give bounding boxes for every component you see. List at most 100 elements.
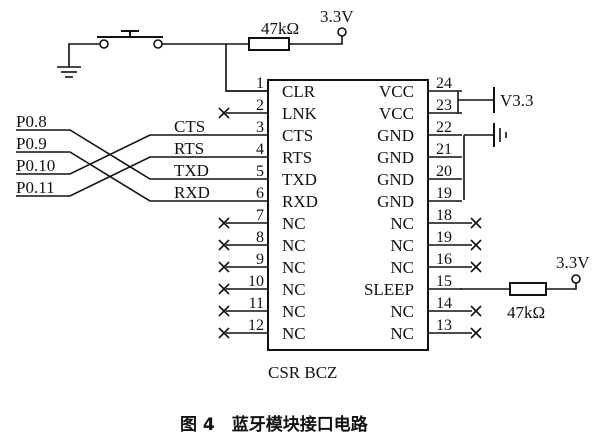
pin-number: 2 bbox=[256, 97, 264, 114]
figure-caption: 图 4 蓝牙模块接口电路 bbox=[180, 414, 369, 435]
pin-name: GND bbox=[377, 126, 414, 145]
supply-top-label: 3.3V bbox=[320, 7, 354, 26]
chip-name: CSR BCZ bbox=[268, 363, 337, 382]
signal-label: TXD bbox=[174, 161, 209, 180]
sleep-circuit: 3.3V 47kΩ bbox=[460, 253, 590, 322]
pin-number: 10 bbox=[248, 273, 264, 290]
chip-body bbox=[267, 79, 429, 351]
mcu-port-2: P0.10 bbox=[16, 134, 226, 175]
reset-circuit: 47kΩ 3.3V bbox=[57, 7, 354, 92]
right-pin-5: 19 GND bbox=[377, 185, 462, 211]
pin-name: GND bbox=[377, 170, 414, 189]
left-pin-11: 12 NC bbox=[218, 317, 306, 343]
pin-number: 1 bbox=[256, 75, 264, 92]
left-pin-5: 6 RXD bbox=[226, 185, 318, 211]
ground-icon bbox=[57, 48, 81, 78]
right-pin-6: 18 NC bbox=[390, 207, 482, 233]
supply-sleep-label: 3.3V bbox=[556, 253, 590, 272]
no-connect-mark bbox=[218, 327, 230, 339]
no-connect-mark bbox=[218, 107, 230, 119]
pin-name: LNK bbox=[282, 104, 318, 123]
no-connect-mark bbox=[218, 239, 230, 251]
mcu-port-label: P0.9 bbox=[16, 134, 47, 153]
pin-number: 6 bbox=[256, 185, 264, 202]
mcu-port-3: P0.11 bbox=[16, 156, 226, 197]
signal-label: RTS bbox=[174, 139, 204, 158]
pin-name: NC bbox=[282, 324, 306, 343]
pin-number: 3 bbox=[256, 119, 264, 136]
no-connect-mark bbox=[470, 261, 482, 273]
pin-name: VCC bbox=[379, 104, 414, 123]
push-button-icon bbox=[97, 30, 163, 49]
left-pin-10: 11 NC bbox=[218, 295, 306, 321]
right-pin-group: 24VCC23VCC22GND21GND20GND19GND18NC19NC16… bbox=[364, 75, 482, 343]
left-pin-0: 1 CLR bbox=[226, 75, 316, 101]
no-connect-mark bbox=[470, 217, 482, 229]
pin-number: 5 bbox=[256, 163, 264, 180]
pin-name: NC bbox=[282, 258, 306, 277]
pin-name: NC bbox=[282, 302, 306, 321]
left-pin-4: 5 TXD bbox=[226, 163, 317, 189]
right-pin-4: 20 GND bbox=[377, 163, 462, 189]
ground-right-icon bbox=[493, 123, 507, 147]
pin-name: NC bbox=[390, 214, 414, 233]
no-connect-mark bbox=[470, 239, 482, 251]
signal-label: CTS bbox=[174, 117, 205, 136]
pin-name: NC bbox=[390, 236, 414, 255]
pin-name: GND bbox=[377, 192, 414, 211]
pin-name: CTS bbox=[282, 126, 313, 145]
left-pin-1: 2 LNK bbox=[218, 97, 318, 123]
pin-number: 16 bbox=[436, 251, 452, 268]
pin-name: RTS bbox=[282, 148, 312, 167]
no-connect-mark bbox=[218, 217, 230, 229]
pin-number: 24 bbox=[436, 75, 452, 92]
pin-number: 11 bbox=[249, 295, 264, 312]
pin-number: 7 bbox=[256, 207, 264, 224]
mcu-port-label: P0.11 bbox=[16, 178, 55, 197]
left-pin-8: 9 NC bbox=[218, 251, 306, 277]
pin-name: SLEEP bbox=[364, 280, 414, 299]
pin-number: 23 bbox=[436, 97, 452, 114]
resistor-sleep bbox=[509, 282, 547, 296]
pin-name: CLR bbox=[282, 82, 316, 101]
power-rails: V3.3 bbox=[457, 87, 534, 200]
mcu-port-label: P0.10 bbox=[16, 156, 55, 175]
pin-number: 19 bbox=[436, 229, 452, 246]
pin-number: 20 bbox=[436, 163, 452, 180]
pin-name: NC bbox=[390, 302, 414, 321]
pin-name: NC bbox=[282, 214, 306, 233]
pin-name: NC bbox=[282, 280, 306, 299]
resistor-top bbox=[248, 37, 290, 51]
no-connect-mark bbox=[218, 261, 230, 273]
right-pin-1: 23 VCC bbox=[379, 97, 462, 123]
pin-number: 14 bbox=[436, 295, 452, 312]
pin-number: 13 bbox=[436, 317, 452, 334]
no-connect-mark bbox=[218, 305, 230, 317]
pin-number: 9 bbox=[256, 251, 264, 268]
no-connect-mark bbox=[470, 305, 482, 317]
pin-name: TXD bbox=[282, 170, 317, 189]
pin-number: 18 bbox=[436, 207, 452, 224]
signal-label: RXD bbox=[174, 183, 210, 202]
left-pin-3: 4 RTS bbox=[226, 141, 312, 167]
supply-right-label: V3.3 bbox=[500, 91, 534, 110]
pin-number: 19 bbox=[436, 185, 452, 202]
pin-number: 8 bbox=[256, 229, 264, 246]
pin-number: 15 bbox=[436, 273, 452, 290]
pin-name: GND bbox=[377, 148, 414, 167]
left-pin-6: 7 NC bbox=[218, 207, 306, 233]
pin-name: RXD bbox=[282, 192, 318, 211]
pin-number: 4 bbox=[256, 141, 264, 158]
right-pin-9: 15 SLEEP bbox=[364, 273, 462, 299]
pin-number: 12 bbox=[248, 317, 264, 334]
right-pin-10: 14 NC bbox=[390, 295, 482, 321]
